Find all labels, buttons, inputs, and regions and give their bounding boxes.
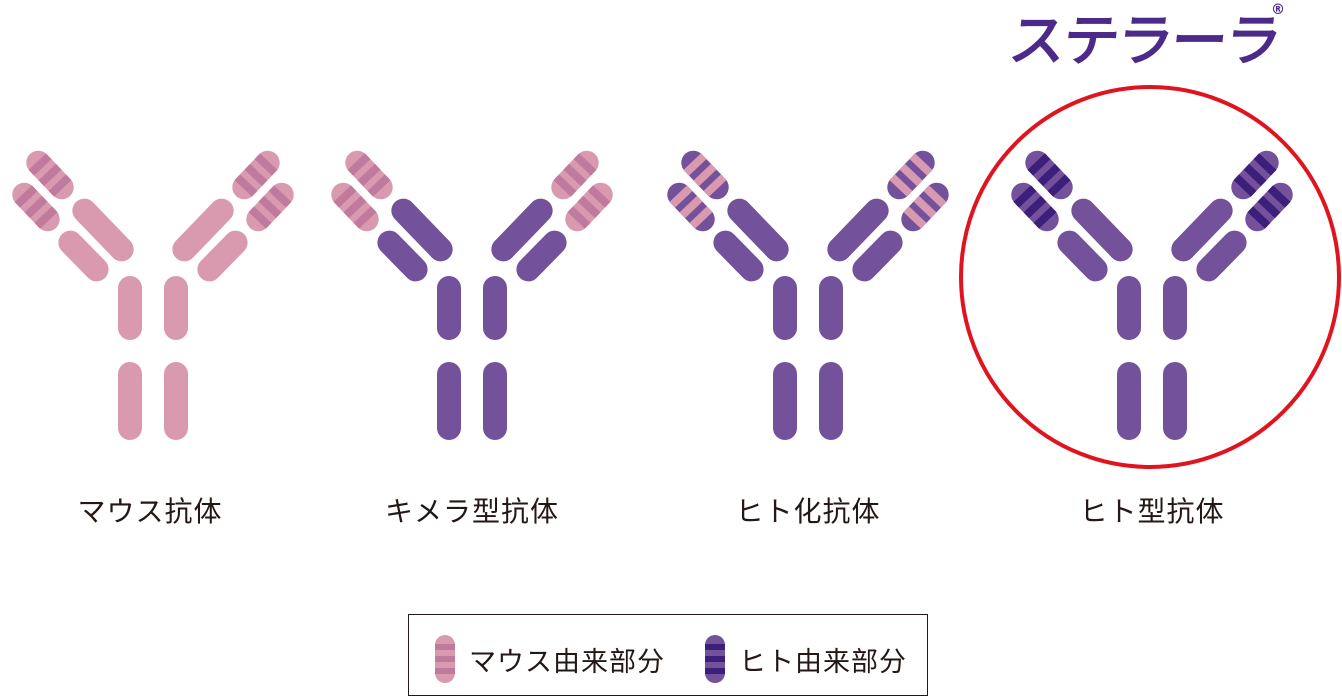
heavy-chain-fc-right — [483, 362, 507, 440]
heavy-chain-hinge-left — [1117, 276, 1141, 340]
mouse-origin-swatch — [435, 635, 455, 683]
heavy-chain-hinge-left — [773, 276, 797, 340]
mouse-antibody-figure — [7, 146, 298, 440]
legend-item-mouse: マウス由来部分 — [435, 635, 665, 683]
heavy-chain-hinge-right — [1163, 276, 1187, 340]
heavy-chain-fc-left — [773, 362, 797, 440]
heavy-chain-fc-left — [437, 362, 461, 440]
label-chimeric-antibody: キメラ型抗体 — [385, 490, 559, 530]
label-mouse-antibody: マウス抗体 — [77, 490, 222, 530]
label-human-antibody: ヒト型抗体 — [1079, 490, 1224, 530]
chimeric-antibody-figure — [326, 146, 617, 440]
heavy-chain-fc-right — [1163, 362, 1187, 440]
heavy-chain-fc-left — [118, 362, 142, 440]
label-humanized-antibody: ヒト化抗体 — [735, 490, 880, 530]
legend: マウス由来部分 ヒト由来部分 — [408, 614, 928, 696]
heavy-chain-hinge-left — [118, 276, 142, 340]
heavy-chain-fc-right — [164, 362, 188, 440]
legend-human-label: ヒト由来部分 — [739, 640, 907, 679]
heavy-chain-hinge-right — [483, 276, 507, 340]
heavy-chain-hinge-right — [819, 276, 843, 340]
humanized-antibody-figure — [662, 146, 953, 440]
heavy-chain-fc-right — [819, 362, 843, 440]
highlight-circle — [961, 87, 1339, 467]
registered-mark: ® — [1271, 2, 1285, 18]
human-antibody-figure — [1006, 146, 1297, 440]
legend-mouse-label: マウス由来部分 — [469, 640, 665, 679]
brand-logo: ステラーラ — [1006, 0, 1285, 77]
heavy-chain-hinge-right — [164, 276, 188, 340]
heavy-chain-fc-left — [1117, 362, 1141, 440]
legend-item-human: ヒト由来部分 — [705, 635, 907, 683]
human-origin-swatch — [705, 635, 725, 683]
heavy-chain-hinge-left — [437, 276, 461, 340]
